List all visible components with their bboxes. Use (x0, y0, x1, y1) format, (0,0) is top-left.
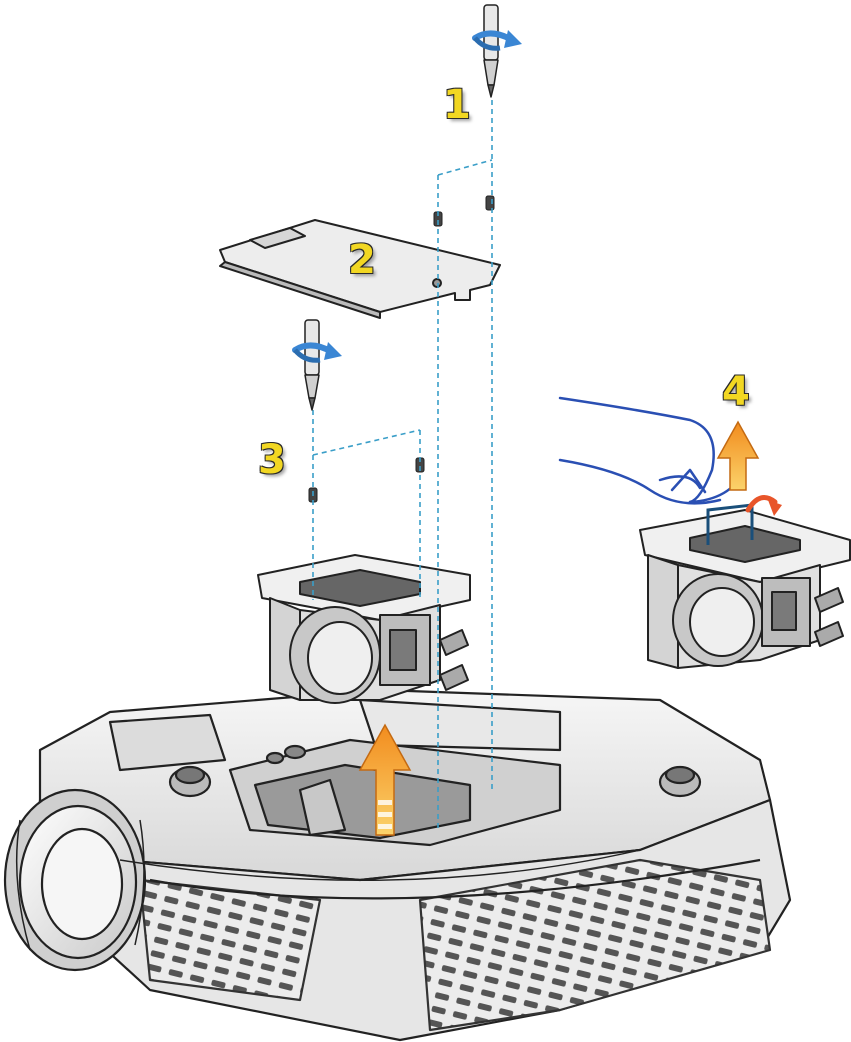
step-label-1: 1 (443, 85, 471, 125)
projector-body (5, 690, 790, 1040)
screwdriver-icon (484, 5, 498, 97)
lamp-module-removed (640, 510, 850, 668)
step-label-4: 4 (722, 372, 750, 412)
step-label-3: 3 (258, 440, 286, 480)
screwdriver-icon (305, 320, 319, 410)
hand-outline (560, 398, 745, 503)
up-arrow-icon (718, 422, 758, 490)
step-label-2: 2 (348, 240, 376, 280)
